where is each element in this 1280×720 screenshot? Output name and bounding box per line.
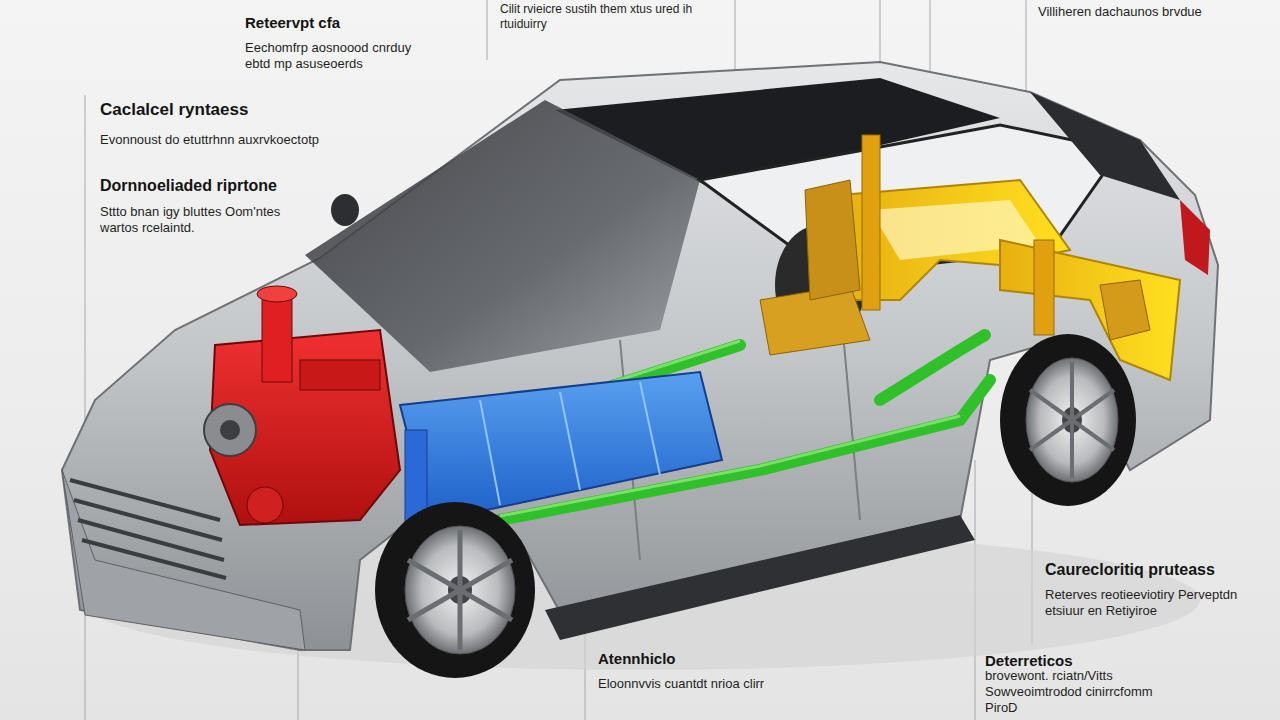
cell-line [560,392,580,490]
cell-line [480,400,500,505]
engine-head [300,360,380,390]
leader-line [487,0,488,60]
grille-bar [82,540,226,578]
rim [1026,358,1118,482]
rim [405,526,515,654]
grille-bar [78,520,224,560]
callout-text: Evonnoust do etuttrhnn auxrvkoectotp [100,132,319,148]
pipe [880,335,985,400]
grille-bar [70,480,220,520]
rear-window [1030,92,1180,200]
battery-pack [400,372,722,522]
tail-light [1180,200,1210,275]
battery-cells [480,382,660,505]
spoke [408,560,512,620]
callout-text: Sttto bnan igy bluttes Oom'ntes wartos r… [100,204,290,236]
cell-line [640,382,660,475]
callout-heading: Deterreticos [985,652,1073,670]
turbo-hub [220,420,240,440]
rear-damper [1100,280,1150,340]
pulley [247,487,283,523]
tire [1000,334,1136,506]
callout-text: Cilit rvieicre sustih them xtus ured ih … [500,2,705,31]
front-bumper [62,470,305,650]
spokes [408,530,512,650]
spoke [1030,390,1114,450]
callout-text: Eechomfrp aosnoood cnrduy ebtd mp asuseo… [245,40,440,72]
front-grille [70,480,226,578]
shock-absorber [862,135,880,310]
rear-wheel [1000,334,1136,506]
callout-text: Eloonnvvis cuantdt nrioa clirr [598,676,764,692]
callout-heading: Caclalcel ryntaess [100,100,248,121]
tire [375,502,535,678]
turbo [204,404,256,456]
shock-absorber [1034,240,1054,335]
callout-heading: Reteervpt cfa [245,14,340,32]
callout-text: Reterves reotieeviotiry Perveptdn etsiuu… [1045,587,1245,619]
side-sill [545,515,975,640]
callout-heading: Dornnoeliaded riprtone [100,176,277,196]
spoke [1030,390,1114,450]
spoke [408,560,512,620]
intake-tower [262,292,292,382]
engine-block [210,330,400,525]
intake-cap [257,286,297,302]
callout-heading: Caurecloritiq pruteass [1045,560,1215,580]
spokes [1030,362,1114,478]
car-body [62,62,1218,650]
side-mirror [331,194,359,226]
front-wheel [375,502,535,678]
leader-line [85,95,86,720]
callout-heading: Atennhiclo [598,650,676,668]
callout-text: Villiheren dachaunos brvdue [1038,4,1202,20]
suspension-strut [805,180,860,300]
grille-bar [74,500,222,540]
callout-text: brovewont. rciatn/Vitts Sowveoimtrodod c… [985,668,1185,716]
